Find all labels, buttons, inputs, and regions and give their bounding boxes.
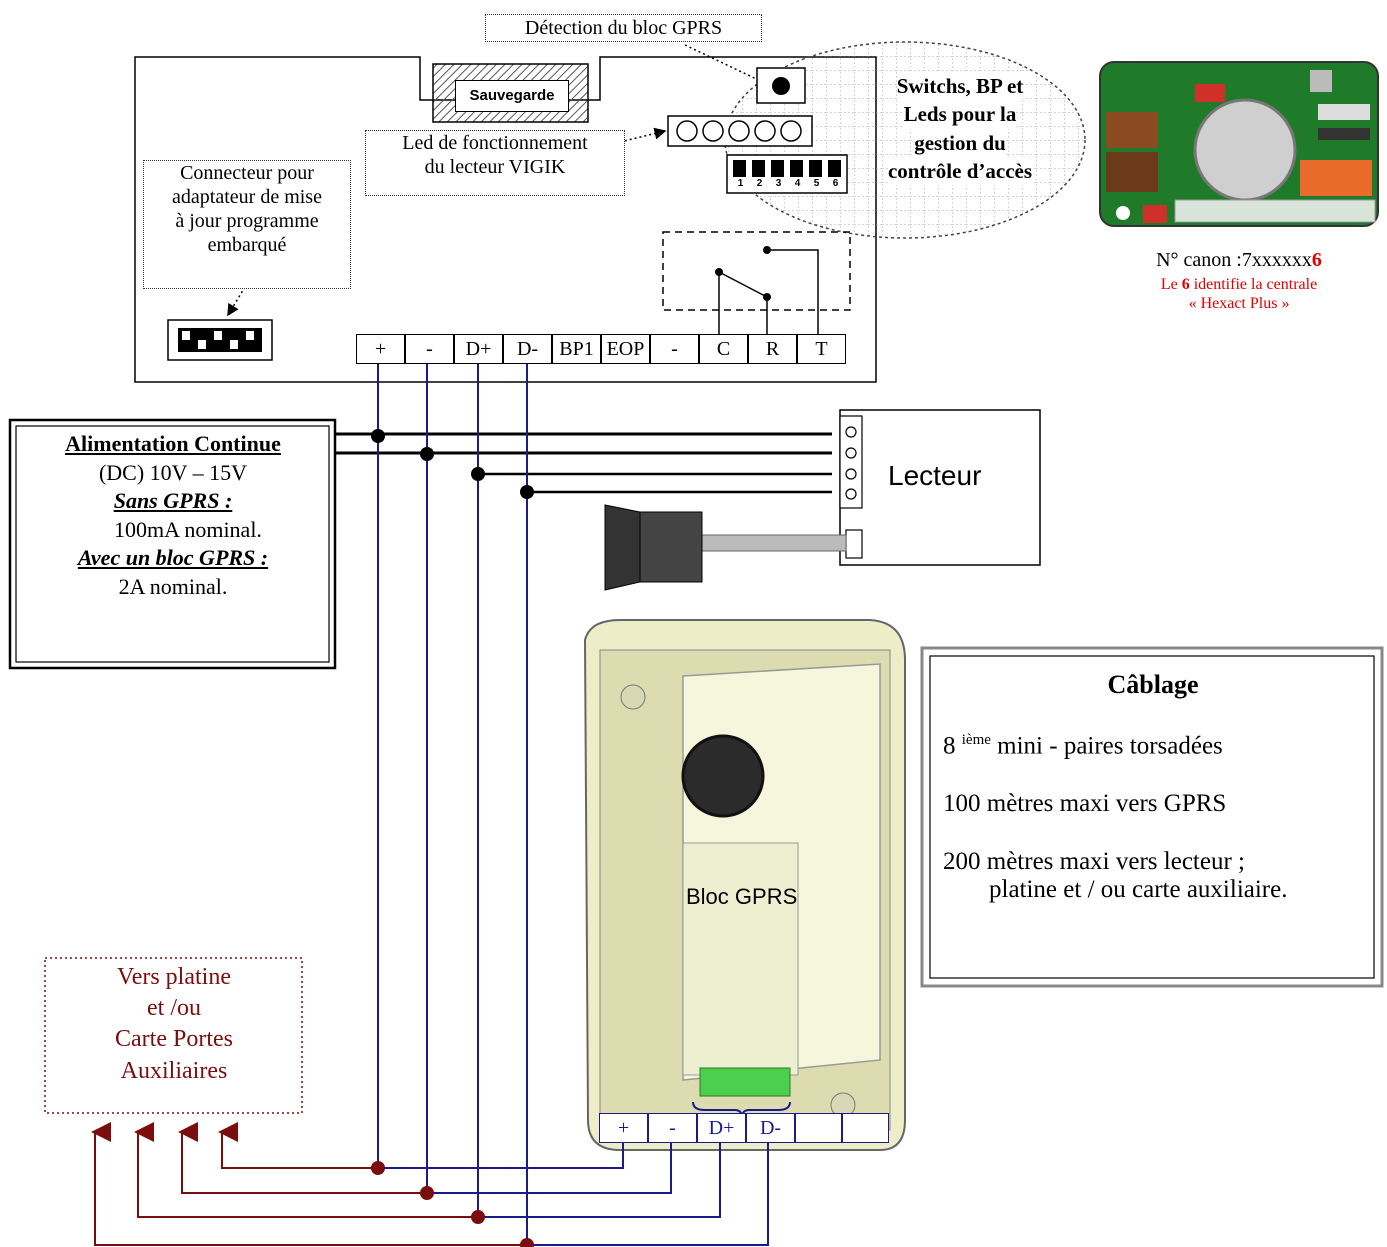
connector-label-line: à jour programme [175,210,319,232]
gprs-label: Bloc GPRS [686,884,798,909]
connector-label-line: adaptateur de mise [172,186,322,208]
power-box-outer [8,418,337,670]
switch-label-line: gestion du [914,128,1006,158]
power-title: Alimentation Continue [65,431,281,456]
terminal-minus: - [405,334,454,364]
pcb-image [1099,61,1379,227]
gprs-enclosure [583,619,906,1151]
power-no-gprs-value: 100mA nominal. [114,516,262,542]
terminal-d-plus: D+ [454,334,503,364]
switch-label-line: contrôle d’accès [887,157,1033,186]
connector-label-line: embarqué [207,234,287,256]
connector-label: Connecteur pour adaptateur de mise à jou… [143,160,351,289]
led-label: Led de fonctionnement du lecteur VIGIK [365,130,625,196]
led-label-line1: Led de fonctionnement [402,132,588,154]
cabling-line3a: 200 mètres maxi vers lecteur ; [943,848,1245,876]
gprs-terminal-plus: + [599,1113,648,1143]
canon-note-pre: Le [1160,276,1182,293]
canon-note: Le 6 identifie la centrale « Hexact Plus… [1100,275,1378,313]
programming-connector [167,319,273,361]
main-terminal-block: + - D+ D- BP1 EOP - C R T [356,334,846,364]
backup-label: Sauvegarde [455,80,569,112]
cabling-box [920,646,1384,988]
gprs-terminal-d-plus: D+ [697,1113,746,1143]
gprs-terminal-empty [795,1113,842,1143]
cabling-line1-sup: ième [961,732,991,748]
terminal-eop: EOP [601,334,650,364]
connector-label-line: Connecteur pour [180,162,314,184]
aux-label-line: Vers platine [117,964,231,990]
cabling-line2: 100 mètres maxi vers GPRS [943,790,1227,818]
aux-box [44,957,303,1114]
cabling-line1-post: mini - paires torsadées [990,732,1223,760]
dip-number: 3 [775,178,782,189]
relay-box [662,231,851,311]
canon-prefix: N° canon :7xxxxxx [1156,249,1312,271]
switch-label-line: Leds pour la [903,100,1017,129]
aux-label-line: et /ou [147,995,201,1022]
gprs-terminal-empty [842,1113,889,1143]
terminal-bp1: BP1 [552,334,601,364]
dip-numbers: 1 2 3 4 5 6 [731,178,847,189]
gprs-detection-label: Détection du bloc GPRS [485,14,762,42]
reader-label: Lecteur [888,460,982,491]
dip-number: 6 [832,178,839,189]
power-box: Alimentation Continue (DC) 10V – 15V San… [18,430,328,602]
aux-label-line: Auxiliaires [120,1057,228,1084]
canon-note-line3: « Hexact Plus » [1188,295,1290,313]
aux-label-line: Carte Portes [115,1026,233,1053]
terminal-d-minus: D- [503,334,552,364]
terminal-plus: + [356,334,405,364]
cabling-line1-pre: 8 [943,732,962,760]
cabling-panel: Câblage 8 ième mini - paires torsadées 1… [943,670,1373,904]
dip-switch [726,154,848,194]
gprs-terminal-d-minus: D- [746,1113,795,1143]
power-no-gprs: Sans GPRS : [113,488,233,514]
dip-number: 5 [813,178,820,189]
switch-label-line: Switchs, BP et [896,72,1024,101]
aux-label: Vers platine et /ou Carte Portes Auxilia… [48,962,300,1087]
canon-note-digit: 6 [1181,276,1190,293]
dip-number: 2 [756,178,763,189]
switch-label: Switchs, BP et Leds pour la gestion du c… [860,72,1060,186]
cabling-line3b: platine et / ou carte auxiliaire. [989,876,1288,904]
cabling-line1: 8 ième mini - paires torsadées [943,732,1373,760]
power-with-gprs-value: 2A nominal. [118,573,228,599]
canon-digit: 6 [1311,249,1322,271]
terminal-minus-2: - [650,334,699,364]
dip-number: 4 [794,178,801,189]
cabling-title: Câblage [1107,670,1199,699]
canon-number: N° canon :7xxxxxx6 [1100,248,1378,272]
gprs-terminal-block: + - D+ D- [599,1113,889,1143]
terminal-t: T [797,334,846,364]
controller-outline [134,56,877,383]
dip-number: 1 [737,178,744,189]
terminal-r: R [748,334,797,364]
reader-box [839,409,1041,566]
terminal-c: C [699,334,748,364]
canon-note-post: identifie la centrale [1189,276,1318,293]
power-range: (DC) 10V – 15V [98,459,248,485]
power-with-gprs: Avec un bloc GPRS : [77,545,269,571]
led-label-line2: du lecteur VIGIK [424,156,566,178]
gprs-terminal-minus: - [648,1113,697,1143]
